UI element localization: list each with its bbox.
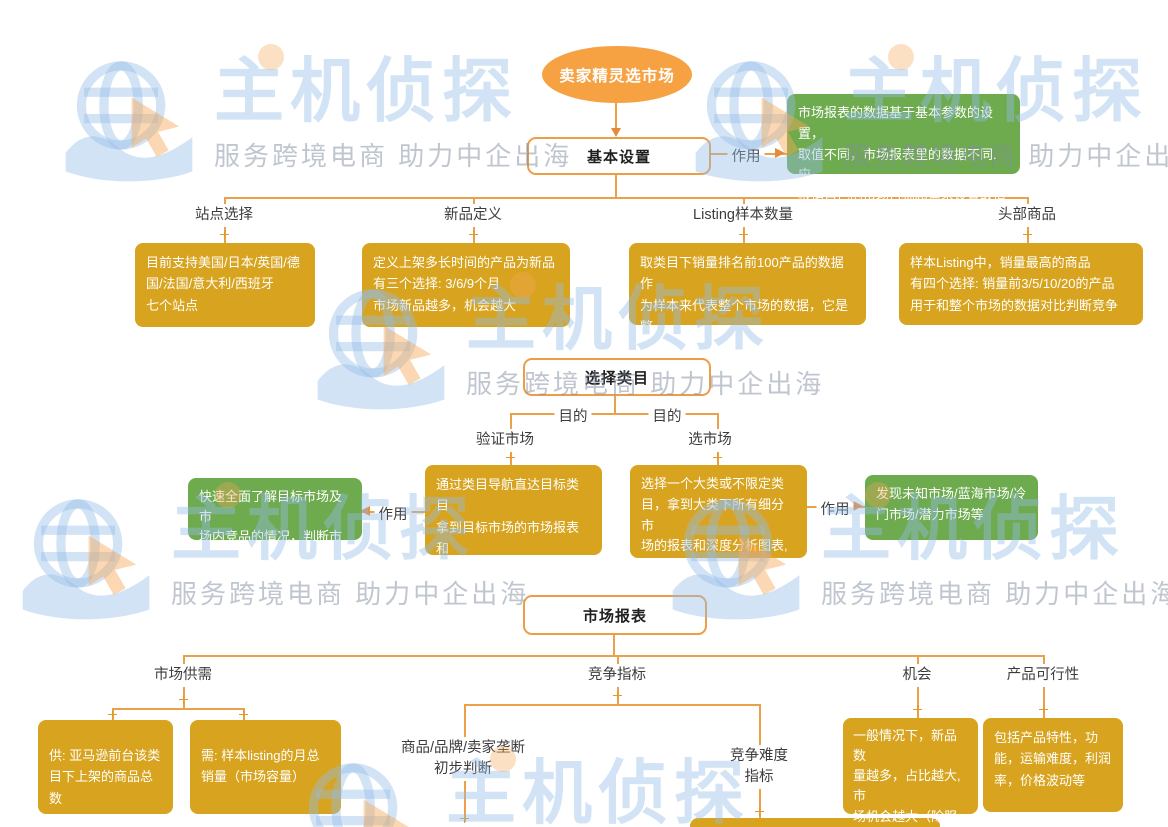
feasibility-box: 包括产品特性，功 能，运输难度，利润 率，价格波动等: [983, 718, 1123, 812]
market-report-node: 市场报表: [523, 595, 707, 635]
supply-demand-label: 市场供需: [150, 664, 216, 688]
arrow-right-icon: [853, 501, 863, 511]
plus-connector-icon: [239, 710, 248, 719]
basic-settings-note: 市场报表的数据基于基本参数的设置， 取值不同，市场报表里的数据不同.应 根据自己…: [787, 94, 1020, 203]
watermark-subtitle: 服务跨境电商 助力中企出海: [821, 579, 1168, 609]
demand-box: 需: 样本listing的月总 销量（市场容量）: [190, 720, 341, 814]
plus-connector-icon: [506, 453, 515, 462]
competition-label: 竞争指标: [584, 664, 650, 688]
plus-connector-icon: [460, 814, 469, 823]
globe-icon: [22, 499, 150, 620]
basic-settings-label: 基本设置: [586, 148, 651, 166]
connector: [615, 172, 617, 197]
market-report-label: 市场报表: [582, 607, 647, 625]
root-node-label: 卖家精灵选市场: [559, 67, 675, 85]
opportunity-box: 一般情况下，新品数 量越多，占比越大,市 场机会越大（除服装 等更新快的类目）: [843, 718, 978, 824]
root-node: 卖家精灵选市场: [542, 46, 692, 103]
branch-label-top-products: 头部商品: [994, 204, 1060, 228]
listing-sample-detail-box: 取类目下销量排名前100产品的数据作 为样本来代表整个市场的数据，它是整 个市场…: [629, 243, 866, 356]
top-products-detail-box: 样本Listing中，销量最高的商品 有四个选择: 销量前3/5/10/20的产…: [899, 243, 1143, 325]
connector: [183, 655, 1043, 657]
watermark: 主机侦探 服务跨境电商 助力中企出海: [58, 44, 573, 182]
select-market-box: 选择一个大类或不限定类 目，拿到大类下所有细分市 场的报表和深度分析图表, 选出…: [630, 465, 807, 574]
select-market-label: 选市场: [684, 429, 736, 453]
watermark-title: 主机侦探: [214, 44, 572, 126]
connector: [615, 103, 617, 129]
connector: [613, 632, 615, 655]
plus-connector-icon: [1039, 705, 1048, 714]
connector: [224, 197, 1027, 199]
choose-category-label: 选择类目: [584, 369, 649, 387]
plus-connector-icon: [1023, 230, 1032, 239]
plus-connector-icon: [755, 807, 764, 816]
opportunity-label: 机会: [898, 664, 936, 688]
newproduct-detail-box: 定义上架多长时间的产品为新品 有三个选择: 3/6/9个月 市场新品越多，机会越…: [362, 243, 570, 327]
plus-connector-icon: [469, 230, 478, 239]
verify-market-box: 通过类目导航直达目标类目 拿到目标市场的市场报表和 深度分析图表: [425, 465, 602, 578]
effect-label-select: 作用: [816, 498, 854, 519]
plus-connector-icon: [179, 695, 188, 704]
supply-box: 供: 亚马逊前台该类 目下上架的商品总数: [38, 720, 173, 814]
purpose-label-left: 目的: [554, 405, 592, 426]
effect-label-verify: 作用: [374, 503, 412, 524]
connector: [464, 704, 759, 706]
branch-label-newproduct: 新品定义: [440, 204, 506, 228]
plus-connector-icon: [913, 705, 922, 714]
verify-market-label: 验证市场: [472, 429, 538, 453]
choose-category-node: 选择类目: [523, 358, 711, 396]
select-market-note: 发现未知市场/蓝海市场/冷 门市场/潜力市场等: [865, 475, 1038, 540]
difficulty-cut-box: [690, 818, 940, 827]
connector: [510, 413, 717, 415]
verify-market-note: 快速全面了解目标市场及市 场内竞品的情况，判断市场 可行性: [188, 478, 362, 585]
arrow-down-icon: [611, 128, 621, 137]
monopoly-label: 商品/品牌/卖家垄断 初步判断: [396, 737, 530, 782]
connector: [614, 393, 616, 413]
globe-icon: [65, 61, 193, 182]
watermark-subtitle: 服务跨境电商 助力中企出海: [214, 141, 573, 171]
feasibility-label: 产品可行性: [1002, 664, 1084, 688]
purpose-label-right: 目的: [648, 405, 686, 426]
basic-settings-node: 基本设置: [527, 137, 711, 175]
connector: [112, 708, 243, 710]
plus-connector-icon: [613, 691, 622, 700]
branch-label-site: 站点选择: [191, 204, 257, 228]
arrow-left-icon: [360, 506, 370, 516]
arrow-right-icon: [775, 148, 785, 158]
plus-connector-icon: [108, 710, 117, 719]
site-detail-box: 目前支持美国/日本/英国/德 国/法国/意大利/西班牙 七个站点: [135, 243, 315, 327]
plus-connector-icon: [739, 230, 748, 239]
effect-label: 作用: [727, 145, 765, 166]
branch-label-listing-sample: Listing样本数量: [689, 204, 797, 228]
difficulty-label: 竞争难度 指标: [726, 745, 792, 790]
plus-connector-icon: [713, 453, 722, 462]
plus-connector-icon: [220, 230, 229, 239]
